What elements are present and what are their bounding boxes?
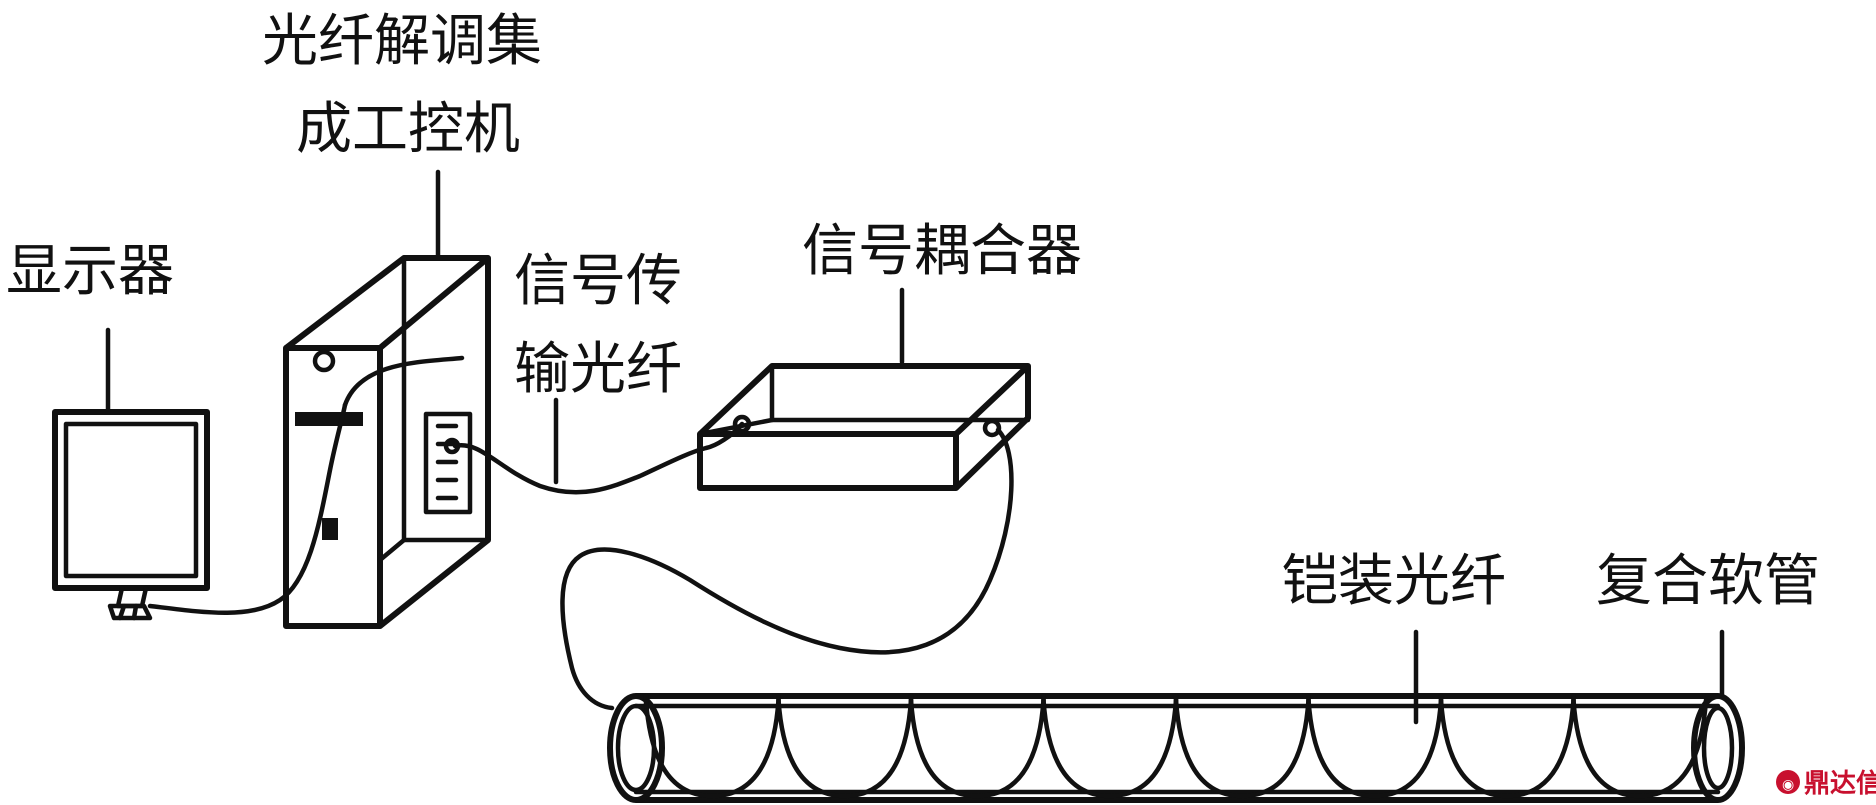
hose-helical-fiber: [643, 693, 1709, 799]
composite-hose-icon: [607, 693, 1745, 803]
svg-text:◉: ◉: [1782, 777, 1794, 793]
coupler-input-port-icon: [732, 414, 752, 434]
transmission-fiber-label-line2: 输光纤: [514, 337, 682, 402]
indicator-square-icon: [322, 518, 338, 540]
transmission-fiber: [452, 421, 745, 495]
fiber-port-panel: [423, 411, 473, 515]
transmission-fiber-label-line1: 信号传: [514, 249, 682, 314]
pc-top-face: [284, 255, 488, 351]
leader-lines: [105, 169, 1725, 725]
coupler-top-face: [697, 363, 1031, 437]
helix-arc: [1306, 697, 1444, 799]
monitor-label: 显示器: [6, 239, 174, 304]
armored-fiber-cable: [560, 427, 1014, 711]
watermark-logo: ◉ 鼎达信: [1776, 769, 1876, 799]
demodulator-label-line2: 成工控机: [296, 97, 520, 162]
monitor-icon: [52, 409, 210, 621]
pc-side-face: [378, 255, 491, 629]
hose-left-end: [607, 693, 665, 803]
coupler-output-port-icon: [982, 418, 1002, 438]
demodulator-pc-icon: [283, 255, 491, 629]
helix-arc: [1173, 697, 1311, 799]
helix-arc: [1041, 697, 1179, 799]
helix-arc: [776, 697, 914, 799]
coupler-front-face: [697, 431, 959, 491]
port-panel-slots: [435, 423, 459, 501]
watermark-text: 鼎达信: [1804, 769, 1876, 799]
signal-coupler-icon: [697, 363, 1031, 491]
pc-fiber-connector: [443, 437, 461, 455]
demodulator-label-line1: 光纤解调集: [262, 9, 542, 74]
drive-slot-icon: [295, 412, 363, 426]
hose-right-end: [1691, 693, 1745, 803]
monitor-screen: [63, 421, 199, 579]
helix-arc: [908, 697, 1046, 799]
hose-label: 复合软管: [1596, 549, 1820, 614]
monitor-frame: [52, 409, 210, 591]
power-button-icon: [312, 349, 336, 373]
pc-front-face: [283, 345, 383, 629]
helix-arc: [1571, 697, 1709, 799]
helix-arc: [1438, 697, 1576, 799]
coupler-label: 信号耦合器: [802, 219, 1082, 284]
armored-fiber-label: 铠装光纤: [1282, 549, 1506, 614]
monitor-base: [107, 603, 153, 621]
watermark-icon: [1776, 770, 1800, 794]
helix-arc: [643, 697, 781, 799]
monitor-cable: [147, 402, 348, 615]
